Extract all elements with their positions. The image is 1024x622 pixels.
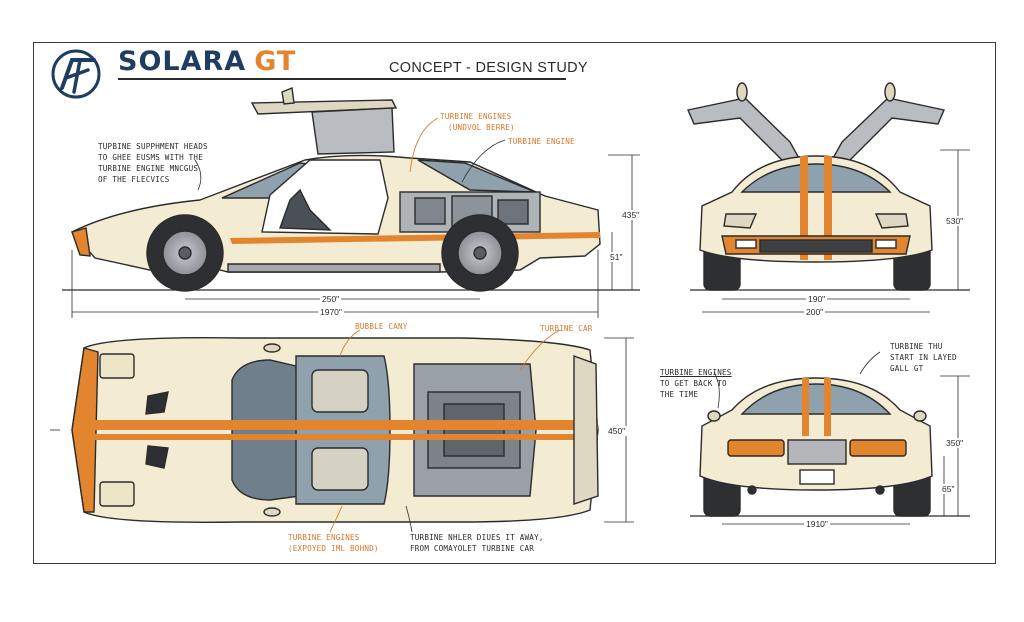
side-dim-ground: 51" [608, 252, 625, 262]
top-dim-width: 450" [606, 426, 628, 436]
front-view [687, 82, 970, 313]
top-view [50, 329, 634, 533]
side-note-line-3: TURBINE ENGINE MNCGUS [98, 164, 199, 173]
top-note-turbine-car: TURBINE CAR [540, 324, 593, 333]
side-dim-wheelbase: 250" [320, 294, 342, 304]
brand-accent: GT [254, 46, 297, 77]
rear-note-left-line-1: TO GET BACK TO [660, 379, 727, 388]
rear-dim-width: 1910" [804, 519, 830, 529]
side-note-line-2: TO GHEE EUSMS WITH THE [98, 153, 203, 162]
rear-note-left-line-2: THE TIME [660, 390, 699, 399]
brand-word: SOLARA [118, 46, 247, 77]
side-note-turbines-sub: (UNDVOL BERRE) [448, 123, 515, 132]
side-note-turbine-engine: TURBINE ENGINE [508, 137, 575, 146]
front-dim-height: 530" [944, 216, 966, 226]
top-note-engines-title: TURBINE ENGINES [288, 533, 360, 542]
rear-note-left-title: TURBINE ENGINES [660, 368, 732, 377]
page-subtitle: CONCEPT - DESIGN STUDY [389, 60, 588, 76]
front-dim-track: 190" [806, 294, 828, 304]
side-view [62, 87, 640, 318]
rear-dim-height: 350" [944, 438, 966, 448]
top-note-bottom-line-2: FROM COMAYOLET TURBINE CAR [410, 544, 535, 553]
rear-dim-ground: 65" [940, 484, 957, 494]
top-note-bubble: BUBBLE CANY [355, 322, 408, 331]
side-dim-length: 1970" [318, 307, 344, 317]
rear-note-right-line-2: START IN LAYED [890, 353, 957, 362]
front-dim-width: 200" [804, 307, 826, 317]
drawing-frame [33, 42, 996, 564]
top-note-engines-sub: (EXPOYED IML BOHND) [288, 544, 379, 553]
top-note-bottom-line-1: TURBINE NHLER DIUES IT AWAY, [410, 533, 544, 542]
side-note-turbines-title: TURBINE ENGINES [440, 112, 512, 121]
side-note-line-1: TUPBINE SUPPHMENT HEADS [98, 142, 208, 151]
subtitle-underline [118, 78, 566, 80]
rear-view [690, 351, 970, 525]
rear-note-right-line-1: TURBINE THU [890, 342, 943, 351]
side-dim-height: 435" [620, 210, 642, 220]
rear-note-right-line-3: GALL GT [890, 364, 924, 373]
side-note-line-4: OF THE FLECVICS [98, 175, 170, 184]
